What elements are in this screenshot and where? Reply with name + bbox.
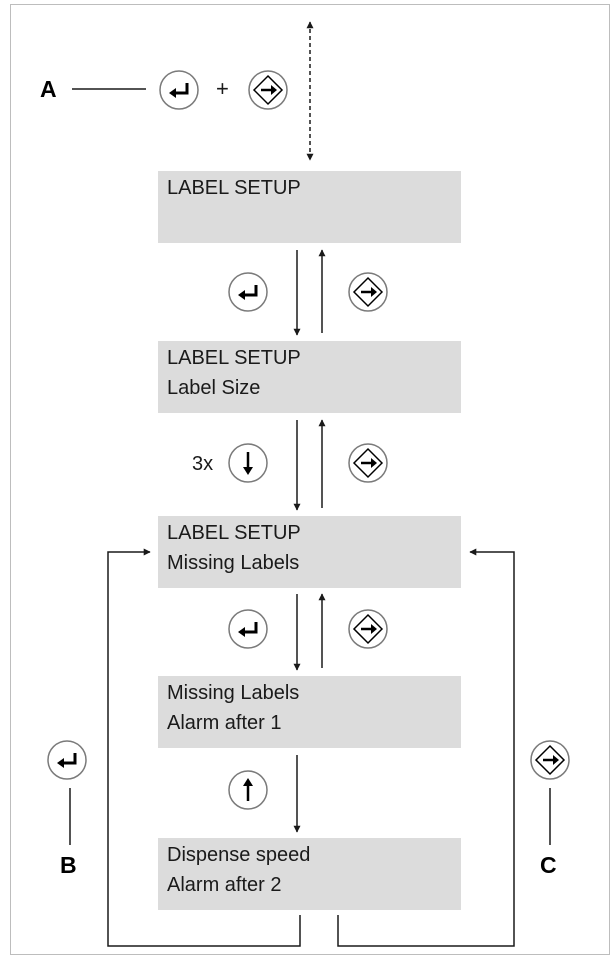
enter-key-icon bbox=[228, 272, 268, 312]
enter-key-icon bbox=[159, 70, 199, 110]
plus-sign: + bbox=[216, 76, 229, 101]
screen-line-1: Missing Labels bbox=[167, 682, 300, 704]
menu-key-icon bbox=[348, 272, 388, 312]
screen-line-1: LABEL SETUP bbox=[167, 522, 301, 544]
loop-c-path bbox=[337, 548, 515, 947]
screen-alarm-after-2: Dispense speed Alarm after 2 bbox=[158, 838, 461, 910]
screen-label-size: LABEL SETUP Label Size bbox=[158, 341, 461, 413]
screen-missing-labels: LABEL SETUP Missing Labels bbox=[158, 516, 461, 588]
loop-b-path bbox=[107, 548, 301, 947]
screen-line-1: LABEL SETUP bbox=[167, 347, 301, 369]
label-a: A bbox=[40, 76, 57, 102]
up-arrow-key-icon bbox=[228, 770, 268, 810]
label-c: C bbox=[540, 852, 557, 878]
menu-key-icon bbox=[248, 70, 288, 110]
down-arrow-key-icon bbox=[228, 443, 268, 483]
enter-key-icon bbox=[47, 740, 87, 780]
screen-line-2: Alarm after 1 bbox=[167, 712, 282, 734]
screen-line-2: Alarm after 2 bbox=[167, 874, 282, 896]
screen-line-2: Label Size bbox=[167, 377, 261, 399]
menu-key-icon bbox=[348, 443, 388, 483]
label-b: B bbox=[60, 852, 77, 878]
screen-label-setup: LABEL SETUP bbox=[158, 171, 461, 243]
screen-line-1: LABEL SETUP bbox=[167, 177, 301, 199]
diagram-frame bbox=[10, 4, 610, 955]
repeat-count: 3x bbox=[192, 453, 214, 475]
screen-alarm-after-1: Missing Labels Alarm after 1 bbox=[158, 676, 461, 748]
menu-key-icon bbox=[530, 740, 570, 780]
screen-line-2: Missing Labels bbox=[167, 552, 300, 574]
menu-key-icon bbox=[348, 609, 388, 649]
screen-line-1: Dispense speed bbox=[167, 844, 311, 866]
enter-key-icon bbox=[228, 609, 268, 649]
